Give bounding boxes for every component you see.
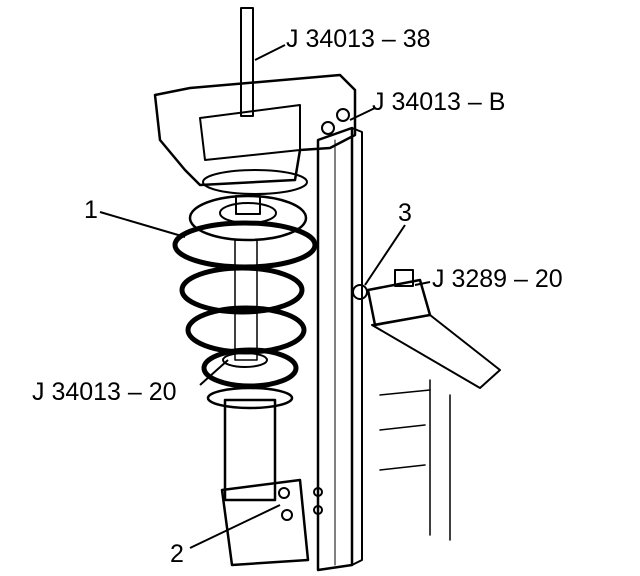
strut-upper-mount xyxy=(188,194,308,242)
compressor-post xyxy=(316,126,363,572)
coil-spring xyxy=(172,220,318,389)
callout-item-1: 1 xyxy=(84,196,98,224)
workbench xyxy=(371,314,501,541)
callout-tool-b: J 34013 – B xyxy=(372,88,505,116)
callout-tool-38: J 34013 – 38 xyxy=(286,25,431,53)
callout-tool-20: J 34013 – 20 xyxy=(32,378,177,406)
callout-item-3: 3 xyxy=(398,199,412,227)
threaded-rod xyxy=(240,7,254,117)
leader-lines xyxy=(99,44,431,549)
callout-item-2: 2 xyxy=(170,540,184,568)
callout-tool-3289: J 3289 – 20 xyxy=(432,265,563,293)
spring-seat-adapter xyxy=(222,352,268,368)
upper-spring-cup xyxy=(153,73,357,195)
strut-body xyxy=(206,386,323,567)
